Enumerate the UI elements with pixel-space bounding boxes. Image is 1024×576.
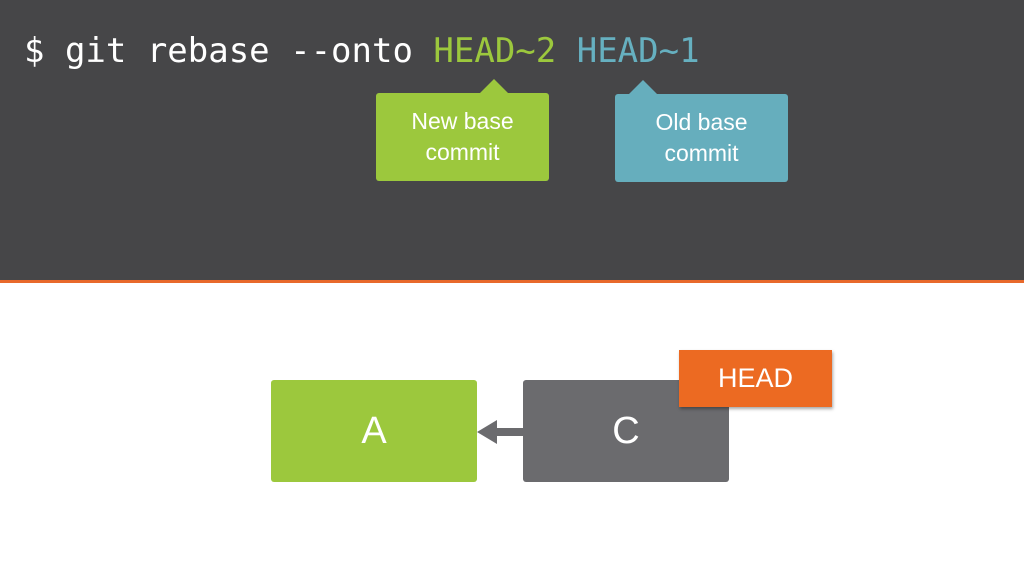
command-text: git rebase --onto	[44, 31, 434, 71]
old-base-ref: HEAD~1	[576, 31, 700, 71]
parent-arrow-icon	[477, 420, 523, 444]
new-base-callout: New base commit	[376, 79, 549, 181]
old-base-callout: Old base commit	[615, 80, 788, 182]
head-pointer: HEAD	[679, 350, 832, 407]
orange-divider	[0, 280, 1024, 283]
new-base-callout-text: New base commit	[411, 108, 514, 165]
commit-c-label: C	[612, 409, 640, 452]
terminal-panel: $ git rebase --onto HEAD~2 HEAD~1 New ba…	[0, 0, 1024, 280]
command-space	[556, 31, 576, 71]
new-base-ref: HEAD~2	[433, 31, 557, 71]
commit-a-label: A	[361, 409, 387, 452]
command-prompt: $	[24, 31, 45, 71]
head-pointer-label: HEAD	[717, 363, 793, 393]
commit-a: A	[271, 380, 477, 482]
old-base-callout-text: Old base commit	[655, 109, 748, 166]
git-command: $ git rebase --onto HEAD~2 HEAD~1	[24, 26, 700, 76]
